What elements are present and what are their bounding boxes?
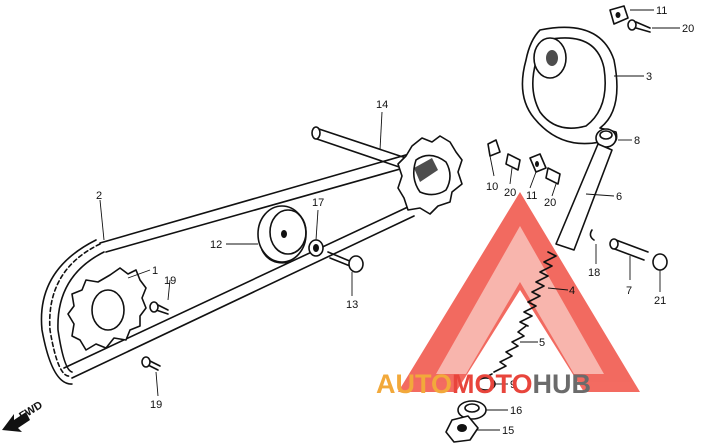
callout-20-top: 20 [682,23,694,35]
sealing-bolt-stack [445,377,496,443]
callout-11-top: 11 [656,5,667,17]
leader-lines [99,9,680,431]
watermark-triangle-icon [398,192,640,392]
drive-sprocket [67,267,147,351]
washer [308,239,324,257]
callout-12: 12 [210,239,222,251]
callout-2: 2 [96,190,102,202]
callout-11-mid: 11 [526,190,537,202]
callout-3: 3 [646,71,652,83]
bolts-19 [141,301,169,371]
callout-labels: 1 2 3 4 5 6 7 8 9 10 11 11 12 13 14 15 1… [96,5,694,437]
callout-19-bottom: 19 [150,399,162,411]
mid-hardware [487,139,561,185]
cam-sprocket [397,135,463,215]
callout-9: 9 [510,379,516,391]
callout-19-top: 19 [164,275,176,287]
callout-7: 7 [626,285,632,297]
callout-10: 10 [486,181,498,193]
callout-14: 14 [376,99,388,111]
callout-5: 5 [539,337,545,349]
forward-arrow-icon [2,412,30,432]
cam-chain [40,147,433,385]
tensioner-spring [519,251,557,327]
callout-1: 1 [152,265,158,277]
callout-16: 16 [510,405,522,417]
callout-8: 8 [634,135,640,147]
watermark-logo: AUTOMOTOHUB [376,369,591,399]
forward-label: FWD [17,399,45,422]
callout-13: 13 [346,299,358,311]
forward-direction-indicator: FWD [2,399,45,432]
callout-17: 17 [312,197,324,209]
camshaft [311,126,413,171]
tensioner-roller [257,205,307,264]
top-hardware [609,5,651,33]
roller-bolt [327,251,364,273]
callout-21: 21 [654,295,666,307]
chain-guide [521,26,618,145]
tensioner-tube [555,143,613,251]
callout-18: 18 [588,267,600,279]
watermark-part-c: HUB [533,369,592,399]
svg-text:AUTOMOTOHUB: AUTOMOTOHUB [376,369,591,399]
callout-6: 6 [616,191,622,203]
callout-4: 4 [569,285,575,297]
callout-20-mid-a: 20 [504,187,516,199]
watermark-part-b: MOTO [452,369,533,399]
right-hardware [589,229,668,271]
watermark-part-a: AUTO [376,369,452,399]
callout-15: 15 [502,425,514,437]
callout-20-mid-b: 20 [544,197,556,209]
